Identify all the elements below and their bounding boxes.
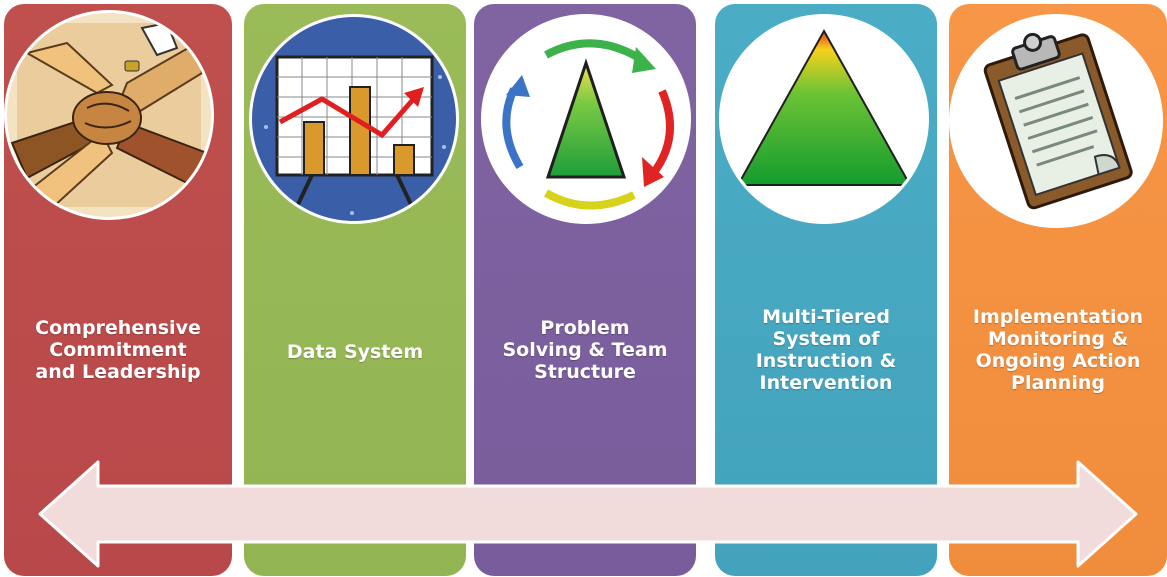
bar-chart-icon — [249, 14, 459, 224]
stage-label-implementation: Implementation Monitoring & Ongoing Acti… — [972, 306, 1144, 394]
double-headed-arrow-icon — [38, 460, 1138, 568]
stage-label-problem-solving: Problem Solving & Team Structure — [502, 317, 668, 383]
cycle-triangle-icon — [481, 14, 691, 224]
stage-label-data-system: Data System — [286, 341, 424, 363]
stage-label-leadership: Comprehensive Commitment and Leadership — [35, 317, 201, 383]
clipboard-icon — [949, 14, 1163, 228]
joined-hands-icon — [4, 10, 214, 220]
stage-label-multi-tiered: Multi-Tiered System of Instruction & Int… — [755, 306, 897, 394]
tiered-triangle-icon — [719, 14, 929, 224]
